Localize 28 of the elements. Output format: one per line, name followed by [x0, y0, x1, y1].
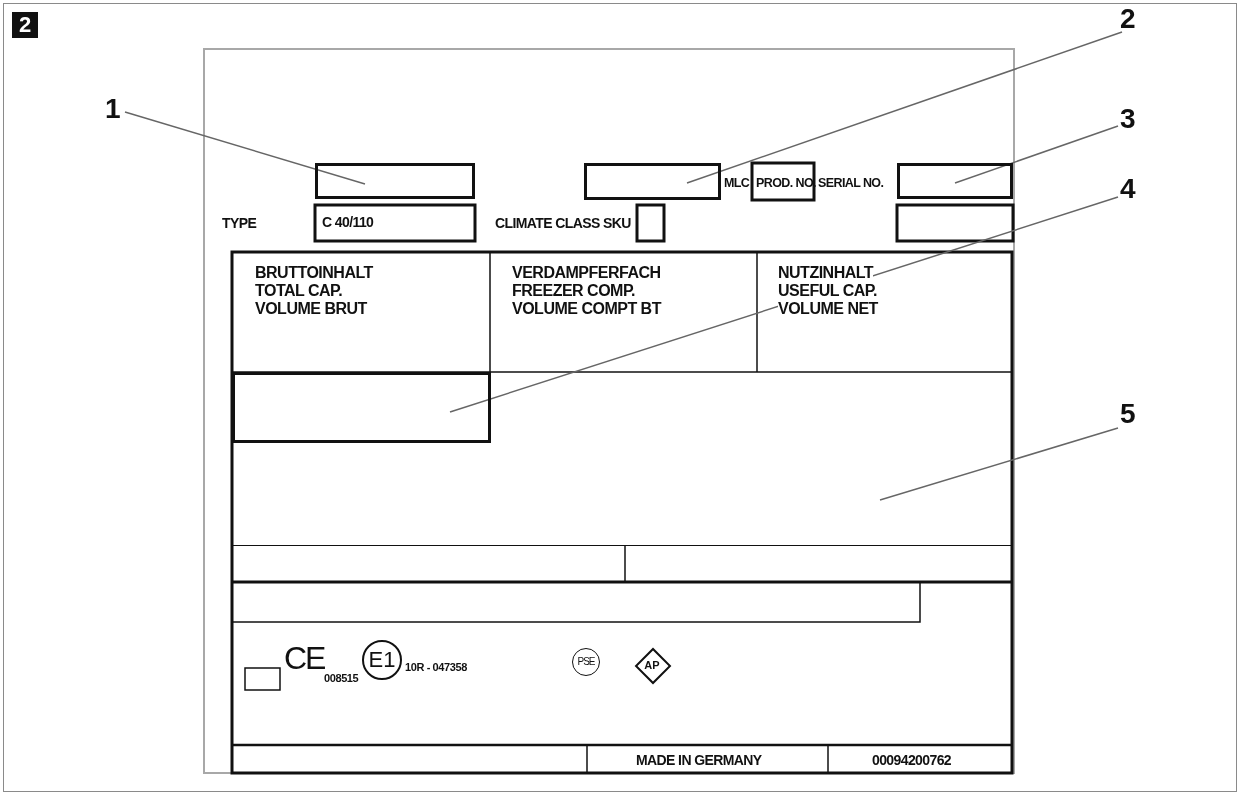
approval-mark: E1	[362, 640, 402, 680]
leader-line	[124, 111, 366, 185]
callout-number: 5	[1120, 400, 1136, 428]
leader-line	[954, 125, 1119, 184]
callout-number: 1	[105, 95, 121, 123]
field-label: SERIAL NO.	[818, 176, 884, 190]
field-label: CLIMATE CLASS SKU	[495, 215, 631, 231]
column-header: USEFUL CAP.	[778, 282, 877, 300]
blank-field	[897, 163, 1013, 199]
footer-text: MADE IN GERMANY	[636, 752, 762, 768]
callout-number: 3	[1120, 105, 1136, 133]
field-value: C 40/110	[322, 214, 374, 230]
serial-number: 00094200762	[872, 752, 952, 768]
field-label: TYPE	[222, 215, 257, 231]
approval-mark: AP	[635, 648, 669, 682]
blank-field	[315, 163, 475, 199]
blank-field	[584, 163, 721, 200]
blank-field	[232, 372, 491, 443]
leader-line	[686, 31, 1123, 184]
figure-number: 2	[12, 12, 38, 38]
callout-number: 4	[1120, 175, 1136, 203]
column-header: NUTZINHALT	[778, 264, 874, 282]
leader-line	[879, 427, 1119, 501]
field-label: MLC	[724, 176, 750, 190]
conformity-mark: CE	[284, 642, 325, 674]
callout-number: 2	[1120, 5, 1136, 33]
approval-number: 008515	[324, 672, 359, 684]
approval-number: 10R - 047358	[405, 661, 467, 673]
